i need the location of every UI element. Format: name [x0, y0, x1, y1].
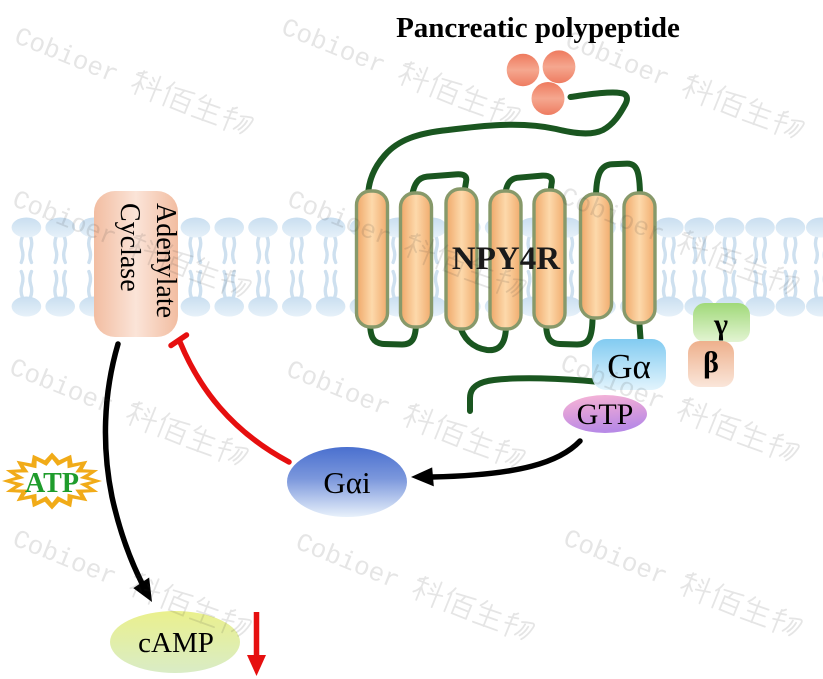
svg-text:Adenylate: Adenylate [150, 203, 181, 318]
svg-text:γ: γ [713, 308, 728, 341]
svg-text:ATP: ATP [25, 468, 79, 499]
svg-text:Gαi: Gαi [323, 465, 371, 500]
svg-text:β: β [703, 346, 719, 379]
svg-text:cAMP: cAMP [138, 627, 214, 659]
svg-text:Pancreatic polypeptide: Pancreatic polypeptide [396, 12, 680, 44]
svg-text:Cyclase: Cyclase [114, 203, 145, 292]
